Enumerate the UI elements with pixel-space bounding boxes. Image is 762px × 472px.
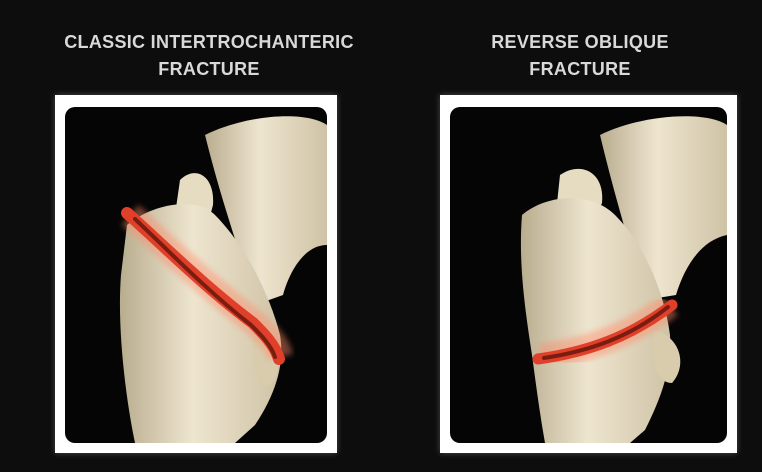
classic-fracture-image-frame xyxy=(55,95,337,453)
classic-fracture-title-line1: CLASSIC INTERTROCHANTERIC xyxy=(20,29,398,56)
reverse-oblique-image-frame xyxy=(440,95,737,453)
reverse-oblique-title-line2: FRACTURE xyxy=(410,56,750,83)
classic-fracture-title: CLASSIC INTERTROCHANTERIC FRACTURE xyxy=(20,29,398,83)
reverse-oblique-illustration xyxy=(440,95,737,453)
classic-fracture-title-line2: FRACTURE xyxy=(20,56,398,83)
reverse-oblique-title: REVERSE OBLIQUE FRACTURE xyxy=(410,29,750,83)
classic-fracture-illustration xyxy=(55,95,337,453)
reverse-oblique-title-line1: REVERSE OBLIQUE xyxy=(410,29,750,56)
